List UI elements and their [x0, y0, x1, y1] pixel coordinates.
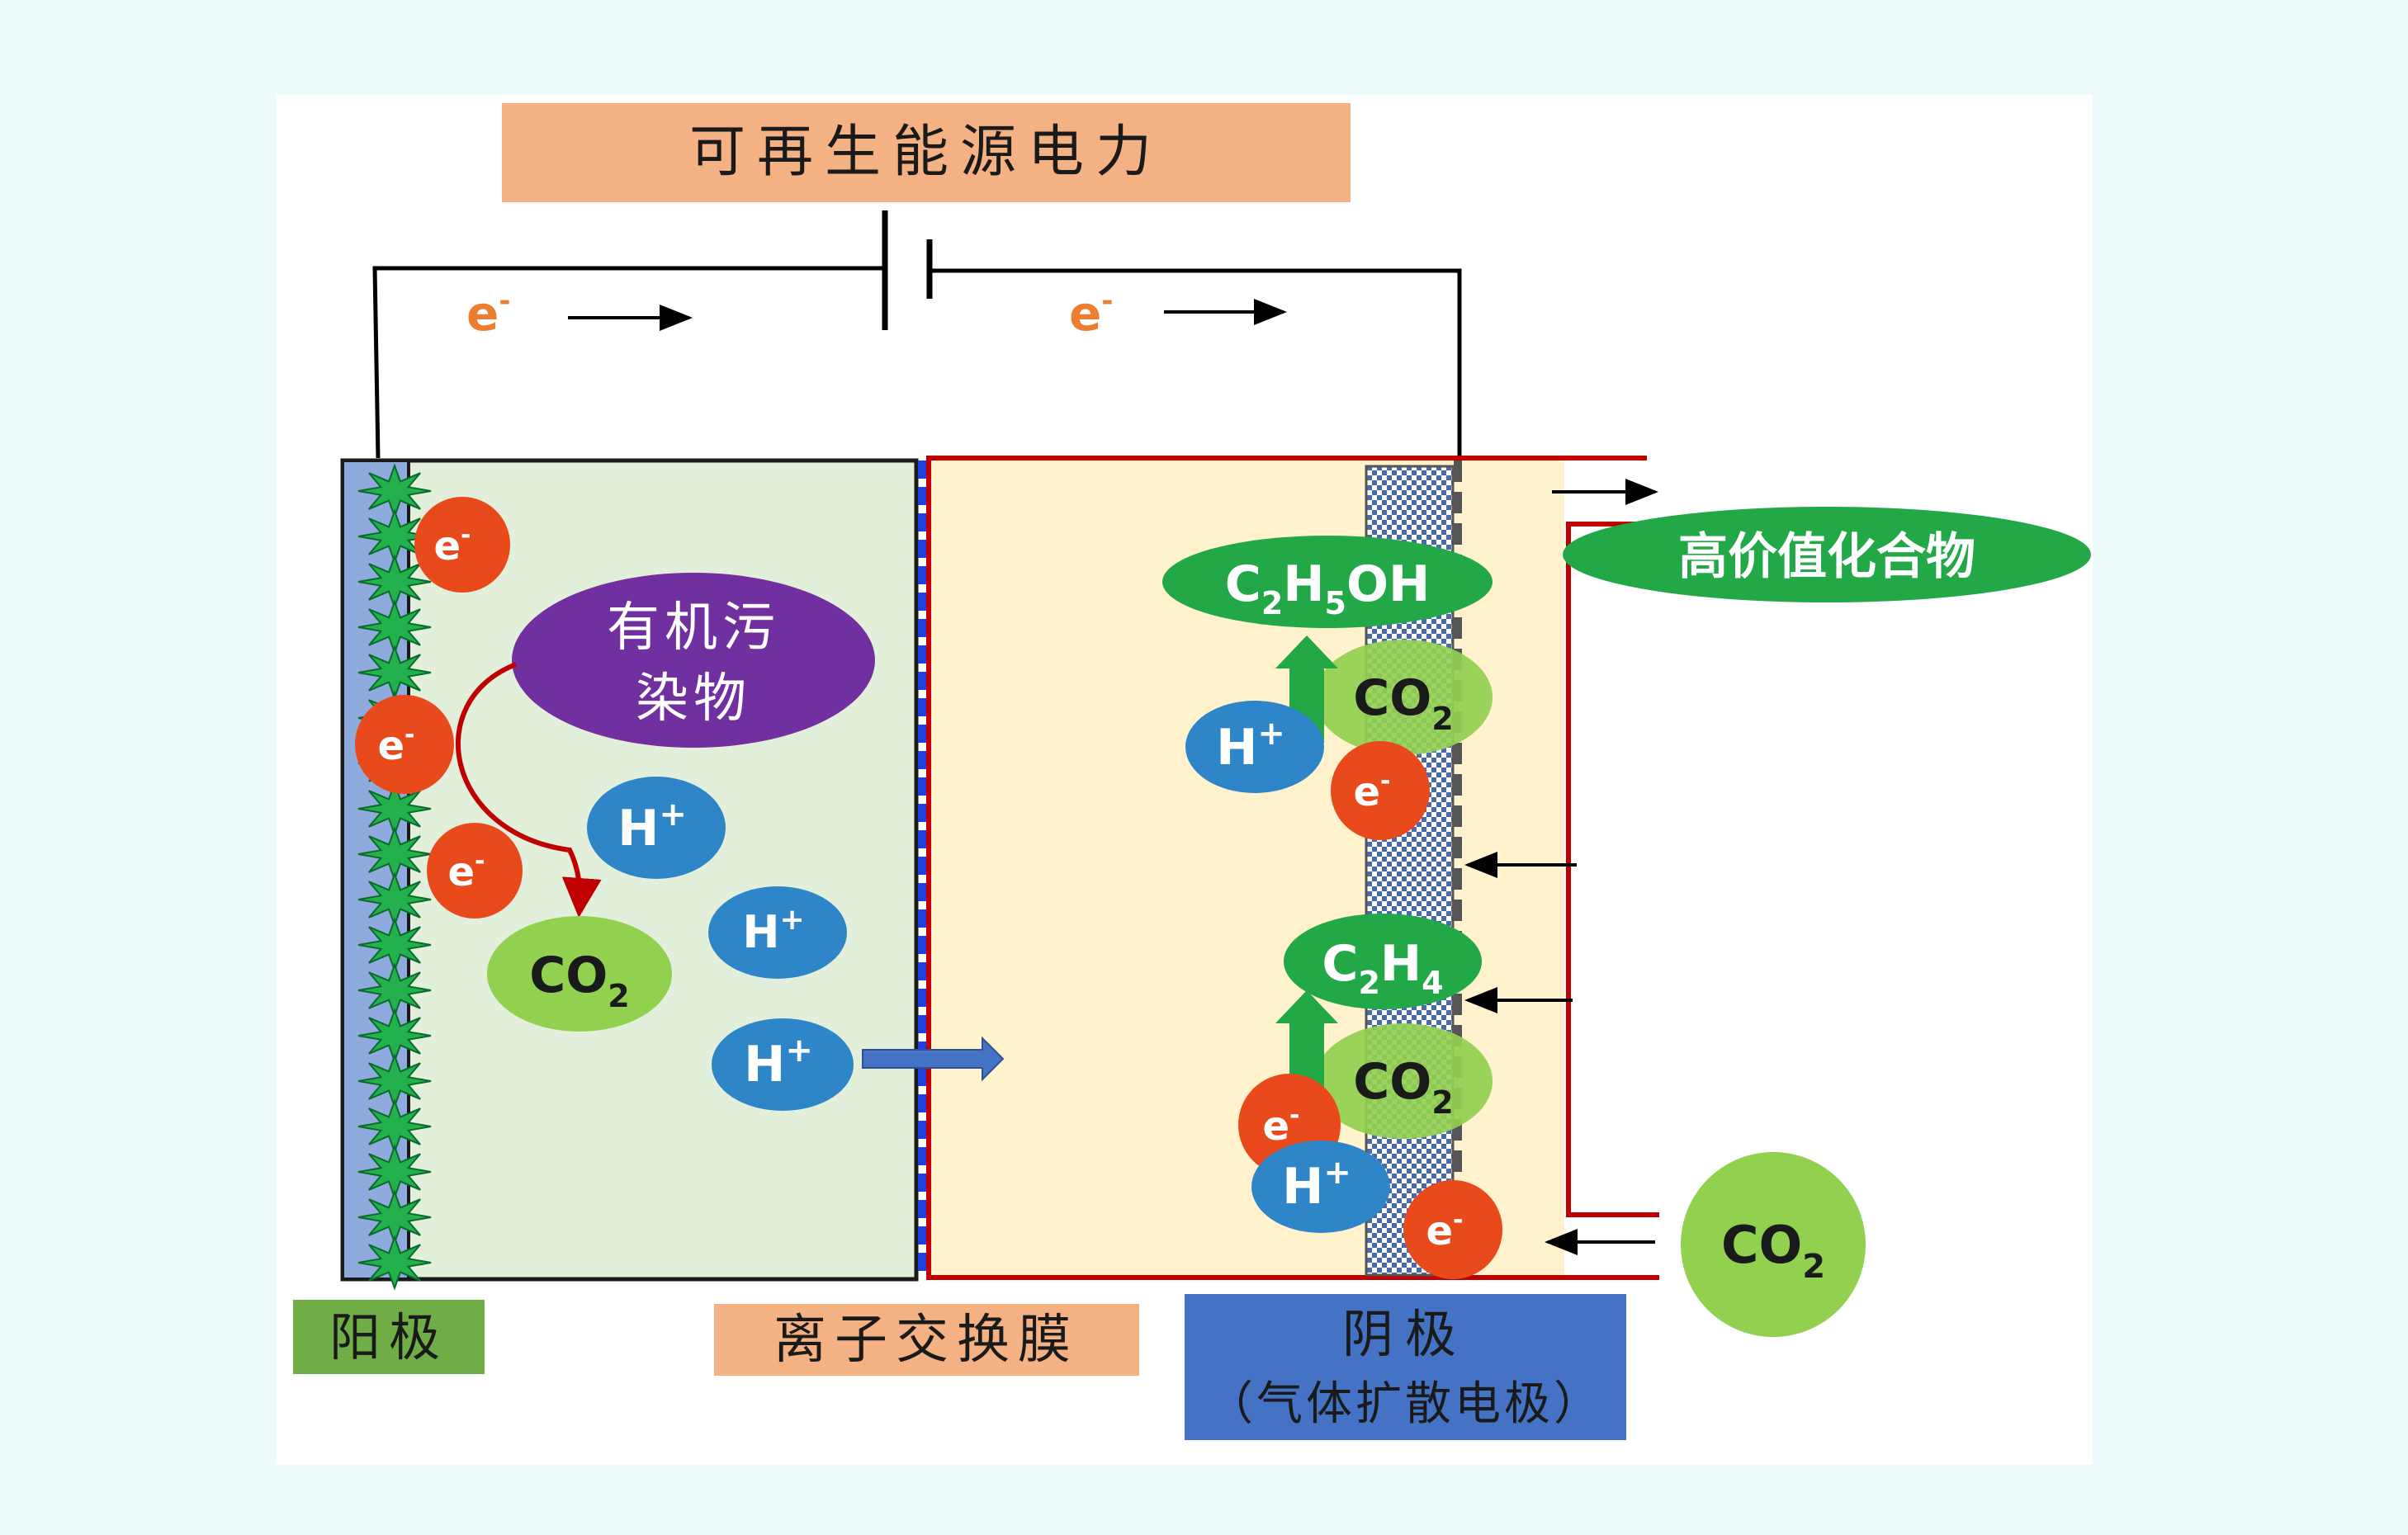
ethylene-label: C2H4	[1322, 935, 1443, 1001]
high-value-compounds-label: 高价值化合物	[1678, 528, 1975, 586]
co2-ball: CO2	[487, 916, 672, 1032]
cathode-frame	[926, 456, 1659, 1280]
electron-ball: e-	[355, 695, 454, 794]
svg-text:e-: e-	[1353, 767, 1390, 815]
svg-text:H+: H+	[742, 903, 804, 958]
curved-arrow-icon	[456, 662, 602, 918]
proton-transport-arrow-icon	[862, 1036, 1005, 1082]
cathode-label-box	[1185, 1294, 1626, 1440]
organic-pollutant-label-line1: 有机污	[607, 597, 780, 659]
catalyst-spike	[357, 508, 432, 564]
cathode-label-line1: 阴极	[1342, 1304, 1468, 1364]
co2-ball: CO2	[1314, 1023, 1493, 1139]
electron-flow-label-right: e-	[1069, 285, 1113, 342]
electron-ball: e-	[1403, 1180, 1502, 1279]
catalyst-spike	[357, 1144, 432, 1200]
catalyst-spike	[357, 599, 432, 655]
battery-symbol-icon	[882, 210, 933, 330]
power-source-label: 可再生能源电力	[689, 120, 1163, 185]
catalyst-spike	[357, 781, 432, 837]
catalyst-spike	[357, 1235, 432, 1291]
catalyst-spike	[357, 1098, 432, 1155]
svg-text:e-: e-	[1262, 1101, 1299, 1150]
svg-text:e-: e-	[1426, 1206, 1463, 1254]
svg-text:CO2: CO2	[529, 947, 630, 1014]
co2-ball: CO2	[1314, 640, 1493, 755]
svg-text:e-: e-	[377, 720, 414, 769]
catalyst-spike	[357, 826, 432, 882]
power-source-box	[502, 103, 1351, 202]
cathode-label-line2: （气体扩散电极）	[1207, 1377, 1603, 1431]
membrane-label: 离子交换膜	[773, 1310, 1079, 1371]
anode-label-box	[293, 1300, 485, 1374]
catalyst-spike	[357, 962, 432, 1018]
catalyst-spike	[357, 554, 432, 610]
svg-text:e-: e-	[447, 847, 485, 895]
catalyst-spike	[357, 871, 432, 928]
svg-text:e-: e-	[433, 521, 471, 569]
organic-pollutant-label-line2: 染物	[636, 668, 751, 730]
proton-ball: H+	[708, 886, 847, 979]
svg-text:CO2: CO2	[1353, 1053, 1454, 1121]
electron-ball: e-	[1331, 741, 1430, 840]
proton-ball: H+	[1251, 1141, 1390, 1233]
external-circuit	[372, 266, 1462, 459]
svg-text:CO2: CO2	[1353, 669, 1454, 737]
proton-ball: H+	[712, 1018, 854, 1111]
electron-ball: e-	[427, 823, 523, 919]
electron-ball: e-	[414, 497, 510, 593]
membrane-label-box	[714, 1304, 1139, 1376]
catalyst-spike	[357, 1053, 432, 1109]
catalyst-spike	[357, 463, 432, 519]
ethanol-ellipse	[1162, 536, 1493, 628]
catalyst-spike	[357, 917, 432, 973]
proton-ball: H+	[1185, 701, 1324, 793]
ethylene-ellipse	[1284, 914, 1482, 1009]
anode-label: 阳极	[329, 1307, 448, 1367]
co2-feed-ball: CO2	[1681, 1152, 1866, 1337]
catalyst-spike	[357, 1189, 432, 1245]
svg-text:H+: H+	[617, 796, 687, 857]
proton-ball: H+	[587, 777, 726, 879]
catalyst-spike	[357, 645, 432, 701]
svg-text:CO2: CO2	[1721, 1215, 1825, 1286]
svg-text:H+: H+	[1282, 1154, 1351, 1216]
electron-flow-label-left: e-	[466, 285, 510, 342]
catalyst-spike	[357, 1008, 432, 1064]
organic-pollutant-ellipse	[512, 573, 875, 748]
svg-text:H+: H+	[744, 1032, 813, 1093]
svg-text:H+: H+	[1216, 715, 1285, 777]
high-value-compounds-ellipse	[1563, 507, 2091, 602]
ethanol-label: C2H5OH	[1225, 555, 1430, 621]
